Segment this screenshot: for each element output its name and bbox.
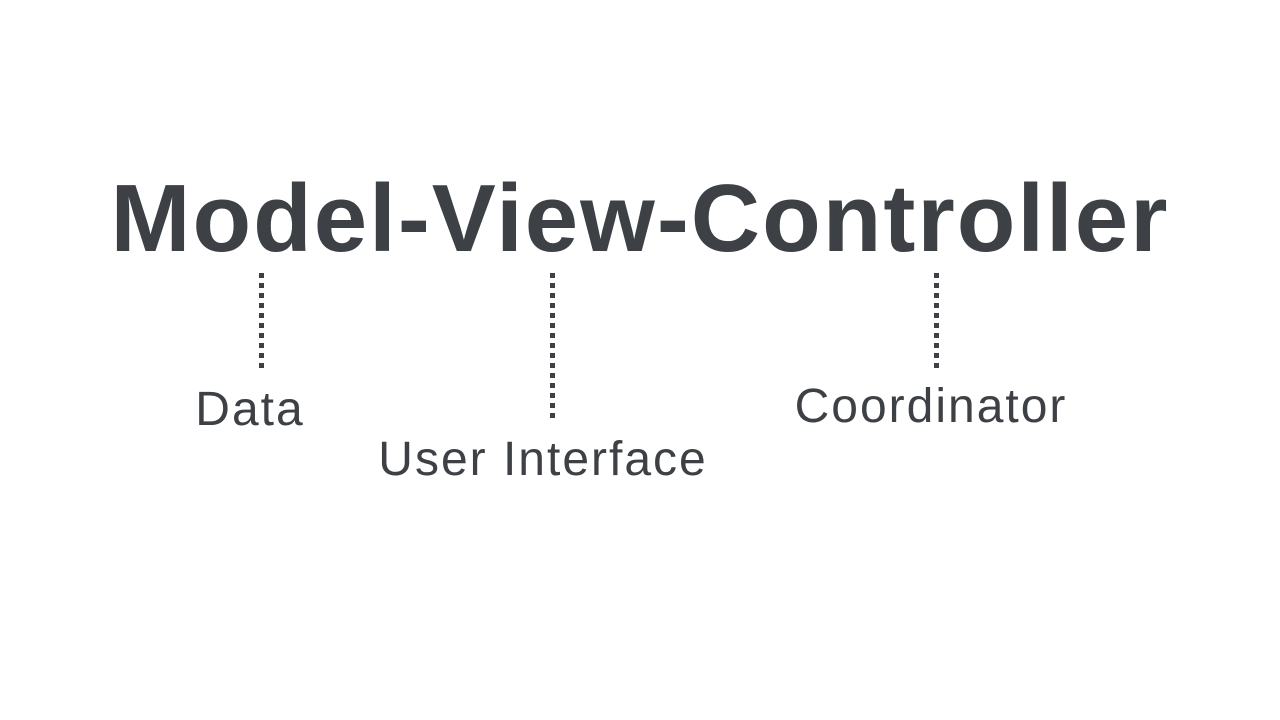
dotted-connector-model xyxy=(259,273,264,368)
annotation-label-controller: Coordinator xyxy=(794,380,1068,433)
annotation-label-view: User Interface xyxy=(378,433,708,486)
dotted-connector-view xyxy=(550,273,555,418)
dotted-connector-controller xyxy=(934,273,939,368)
annotation-label-model: Data xyxy=(195,383,305,436)
slide-title: Model-View-Controller xyxy=(110,165,1170,272)
